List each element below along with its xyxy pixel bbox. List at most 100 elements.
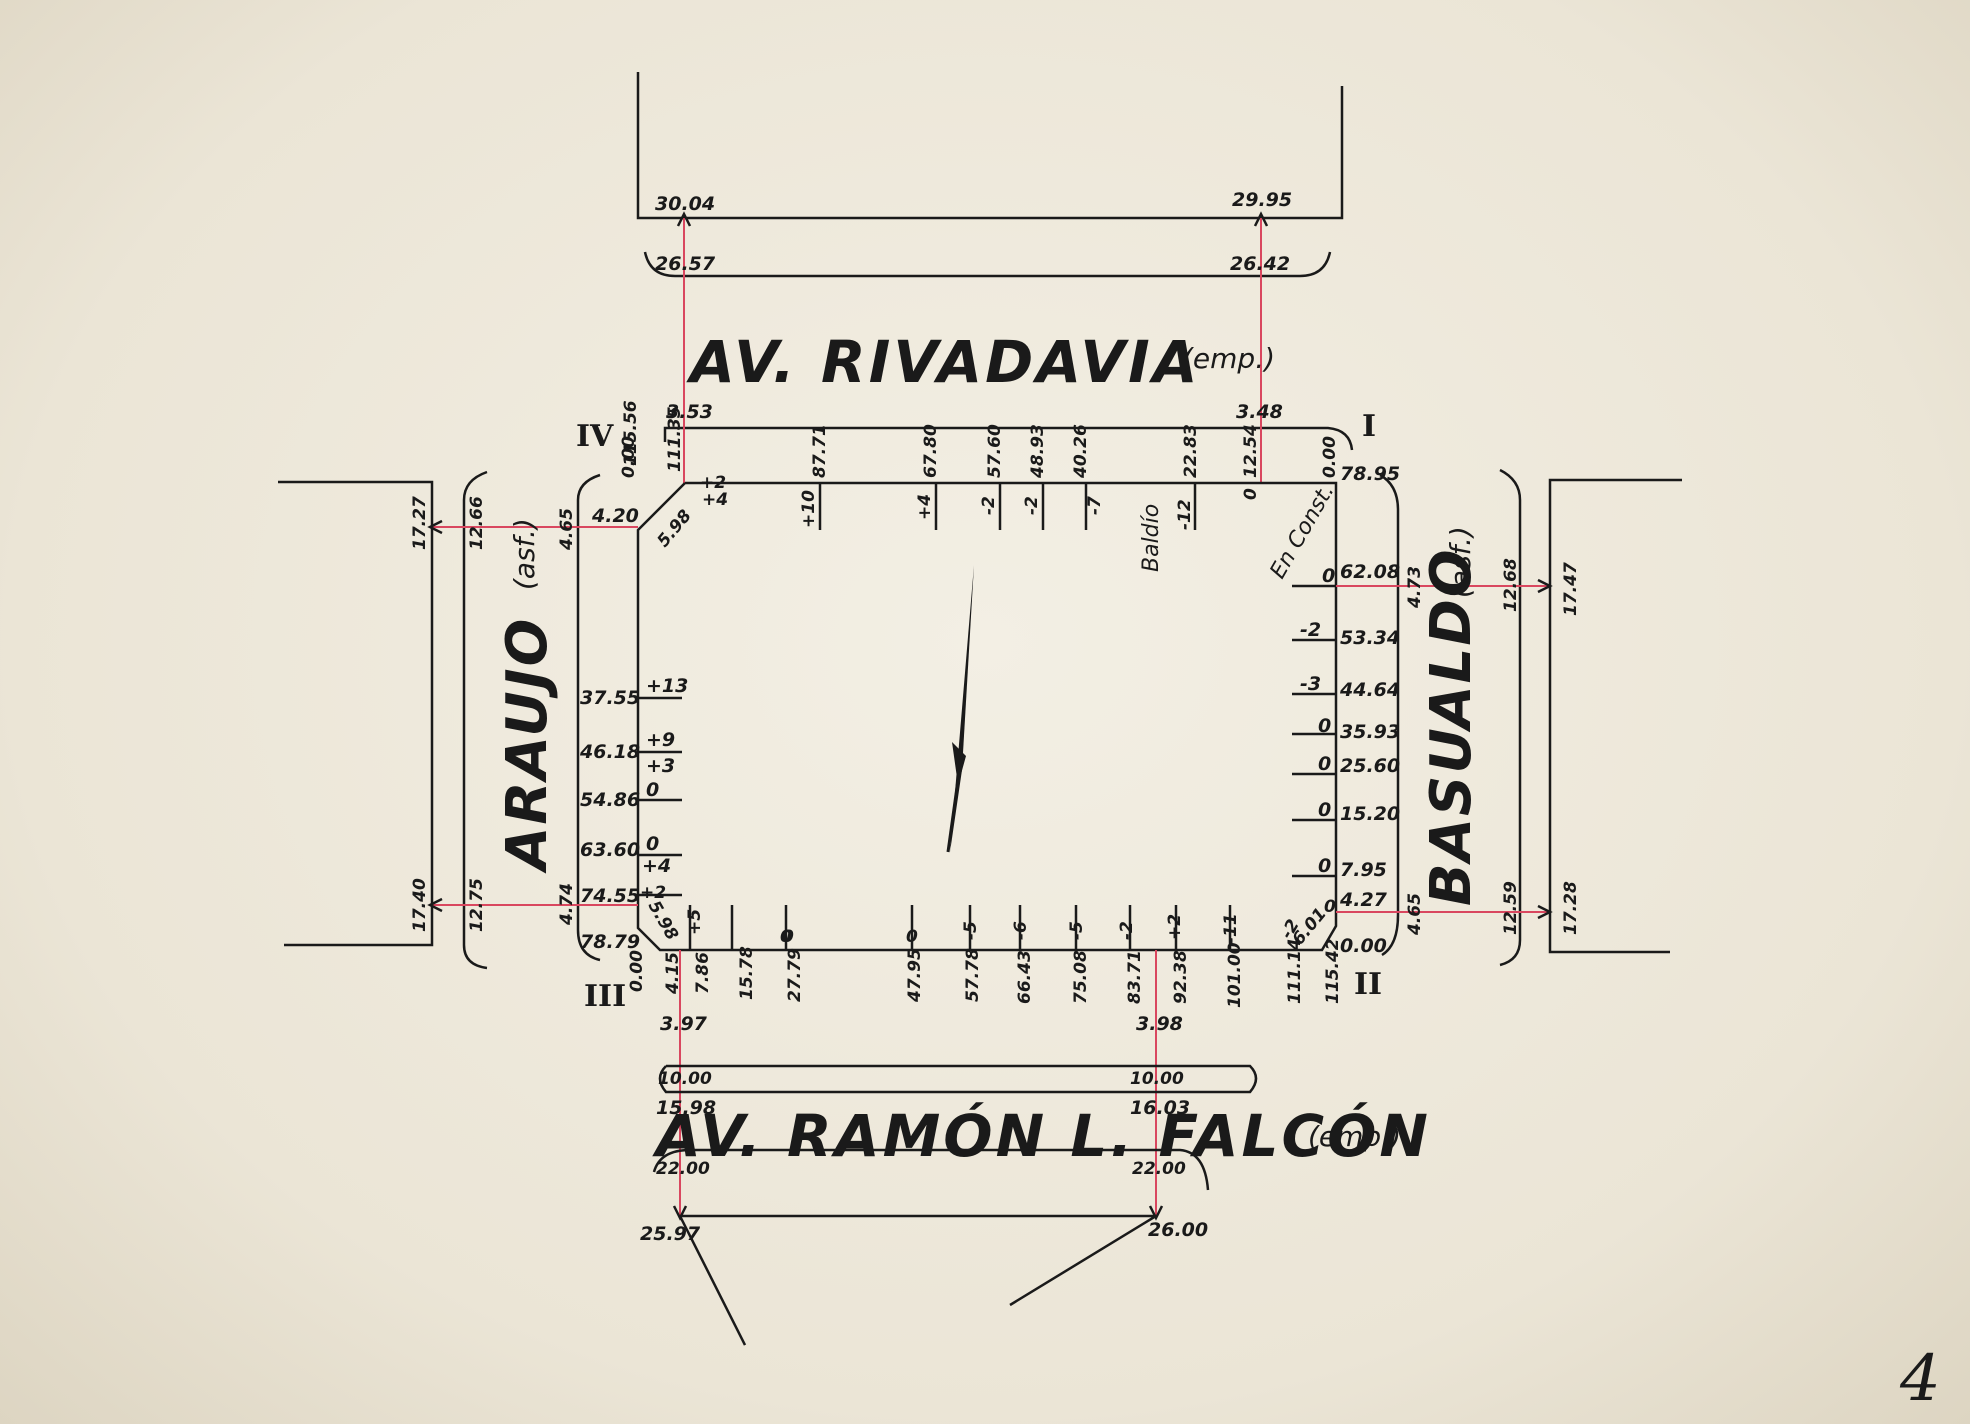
north-side-ticks — [818, 483, 1197, 530]
west-pos: 63.60 — [580, 839, 640, 861]
east-walk-bottom: 4.65 — [1405, 893, 1425, 936]
south-pos: 4.15 — [663, 952, 683, 995]
south-pos: 83.71 — [1125, 950, 1145, 1004]
north-level: +10 — [799, 490, 819, 528]
south-pos: 66.43 — [1015, 950, 1035, 1004]
west-chamfer-level: +2 — [700, 473, 726, 493]
street-name-south: AV. RAMÓN L. FALCÓN — [652, 1101, 1431, 1170]
south-pos: 92.38 — [1171, 950, 1191, 1004]
arrow-icon — [676, 211, 692, 227]
north-level: -2 — [1022, 496, 1042, 515]
south-mid-right: 10.00 — [1130, 1069, 1184, 1089]
north-level: +4 — [915, 494, 935, 520]
south-level: -11 — [1221, 913, 1241, 944]
arrow-icon — [427, 897, 443, 913]
west-level: +3 — [646, 755, 675, 777]
east-pos: 7.95 — [1340, 859, 1387, 881]
south-pos: 101.00 — [1225, 942, 1245, 1008]
south-outer-boundary — [678, 1214, 1157, 1346]
corner-label-ii: II — [1354, 967, 1382, 1002]
east-pos: 62.08 — [1340, 561, 1400, 583]
south-level: -6 — [1011, 921, 1031, 940]
north-road-left: 26.57 — [655, 253, 716, 275]
corner-label-iii: III — [584, 979, 626, 1014]
north-walk-left: 3.53 — [666, 401, 713, 423]
south-median — [658, 1064, 1258, 1094]
east-level: 0 — [1322, 565, 1335, 587]
south-outer-left: 25.97 — [640, 1223, 701, 1245]
block-outline — [636, 481, 1338, 952]
east-pos: 53.34 — [1340, 627, 1400, 649]
south-pos: 75.08 — [1071, 950, 1091, 1004]
north-road-curb — [643, 251, 1332, 278]
north-level: -12 — [1175, 499, 1195, 530]
west-pos: 54.86 — [580, 789, 640, 811]
south-ticks — [688, 905, 1232, 950]
east-pos: 15.20 — [1340, 803, 1400, 825]
north-corner-0-right: 0.00 — [1320, 436, 1340, 478]
arrow-icon — [1537, 578, 1553, 594]
west-walk-top: 4.65 — [557, 508, 577, 551]
south-pos: 115.42 — [1323, 938, 1343, 1004]
north-level: -7 — [1085, 496, 1105, 515]
west-level: +13 — [646, 675, 688, 697]
east-level: -3 — [1300, 673, 1321, 695]
west-road-top: 12.66 — [467, 496, 487, 550]
arrow-icon — [427, 519, 443, 535]
west-level: 0 — [646, 833, 659, 855]
street-name-north: AV. RIVADAVIA — [686, 328, 1201, 396]
south-lower-curb — [652, 1148, 1210, 1191]
north-sidewalk-curb — [663, 426, 1354, 451]
west-level: +4 — [642, 855, 671, 877]
north-corner-0: 0.00 — [619, 436, 639, 478]
east-pos: 44.64 — [1339, 679, 1400, 701]
east-pos: 25.60 — [1340, 755, 1400, 777]
south-walk-right: 3.98 — [1136, 1013, 1183, 1035]
south-pos: 0.00 — [627, 950, 647, 992]
south-chamfer-level: 0 — [1324, 897, 1336, 917]
south-road-right: 16.03 — [1130, 1097, 1190, 1119]
south-walk-left: 3.97 — [660, 1013, 708, 1035]
arrow-icon — [1537, 904, 1553, 920]
south-level: -2 — [1117, 921, 1137, 940]
west-outer-boundary — [278, 480, 434, 947]
north-outer-boundary — [636, 72, 1344, 220]
west-level: +2 — [640, 883, 666, 903]
arrow-icon — [1253, 211, 1269, 227]
east-sidewalk-curb — [1379, 473, 1400, 957]
south-pos: 7.86 — [693, 952, 713, 994]
street-pavement-east: (asf.) — [1444, 526, 1477, 598]
south-level: +2 — [1165, 914, 1185, 940]
arrow-icon — [1148, 1205, 1164, 1221]
north-corner-111-35: 111.35 — [665, 406, 685, 472]
street-pavement-west: (asf.) — [508, 518, 541, 590]
north-walk-right: 3.48 — [1236, 401, 1283, 423]
east-road-top: 12.68 — [1501, 558, 1521, 612]
west-chamfer: 5.98 — [654, 506, 696, 551]
street-pavement-north: (emp.) — [1182, 342, 1275, 375]
east-level: 0 — [1318, 799, 1331, 821]
south-level: -5 — [961, 921, 981, 940]
north-pos: 12.54 — [1241, 424, 1261, 478]
west-road-curb — [462, 470, 488, 970]
south-lower-left: 22.00 — [656, 1159, 710, 1179]
west-pos: 37.55 — [580, 687, 640, 709]
north-arrow-icon — [946, 565, 974, 853]
south-road-left: 15.98 — [656, 1097, 716, 1119]
south-pos: 111.14 — [1285, 938, 1305, 1004]
north-pos: 22.83 — [1181, 424, 1201, 478]
street-pavement-south: (emp.) — [1308, 1120, 1401, 1153]
north-corner-78-95: 78.95 — [1340, 463, 1400, 485]
street-name-west: ARAUJO — [495, 617, 560, 874]
west-level: 0 — [646, 779, 659, 801]
west-outer-bottom: 17.40 — [410, 878, 430, 932]
south-level: 0 — [780, 927, 792, 947]
south-pos: 57.78 — [963, 948, 983, 1002]
north-level: -2 — [979, 496, 999, 515]
street-name-east: BASUALDO — [1419, 548, 1484, 906]
east-pos: 4.27 — [1339, 889, 1388, 911]
east-outer-top: 17.47 — [1561, 562, 1581, 616]
north-level: 0 — [1241, 488, 1261, 500]
